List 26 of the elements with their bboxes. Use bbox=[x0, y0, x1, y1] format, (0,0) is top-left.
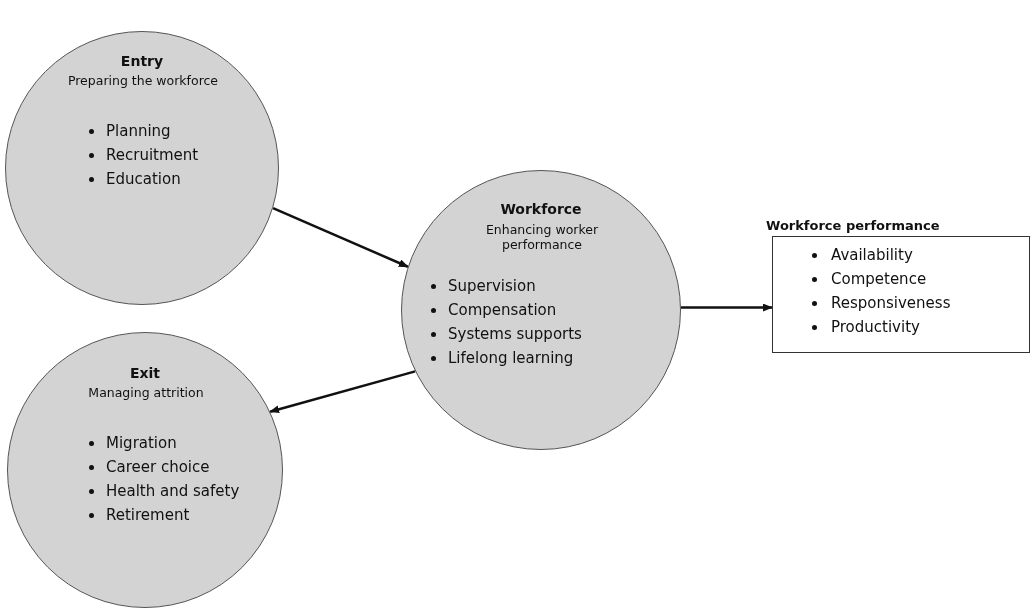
list-item: Health and safety bbox=[106, 481, 240, 502]
node-heading: Workforce bbox=[499, 201, 583, 217]
list-item: Migration bbox=[106, 433, 177, 454]
list-item: Recruitment bbox=[106, 145, 199, 166]
list-item: Responsiveness bbox=[831, 293, 951, 314]
node-subtitle: Preparing the workforce bbox=[66, 73, 220, 88]
node-subtitle: Enhancing worker performance bbox=[484, 222, 600, 252]
list-item: Availability bbox=[831, 245, 913, 266]
arrow bbox=[269, 370, 416, 414]
list-item: Education bbox=[106, 169, 181, 190]
list-item: Systems supports bbox=[448, 324, 582, 345]
list-item: Lifelong learning bbox=[448, 348, 574, 369]
list-item: Planning bbox=[106, 121, 171, 142]
list-item: Retirement bbox=[106, 505, 190, 526]
node-heading: Exit bbox=[128, 365, 162, 381]
list-item: Supervision bbox=[448, 276, 536, 297]
node-subtitle: Managing attrition bbox=[87, 385, 205, 400]
arrow bbox=[681, 303, 773, 312]
list-item: Productivity bbox=[831, 317, 920, 338]
list-item: Competence bbox=[831, 269, 927, 290]
node-heading: Entry bbox=[119, 53, 165, 69]
arrow bbox=[272, 206, 409, 268]
list-item: Career choice bbox=[106, 457, 210, 478]
outcome-box bbox=[772, 236, 1030, 353]
box-heading: Workforce performance bbox=[766, 218, 940, 233]
list-item: Compensation bbox=[448, 300, 557, 321]
